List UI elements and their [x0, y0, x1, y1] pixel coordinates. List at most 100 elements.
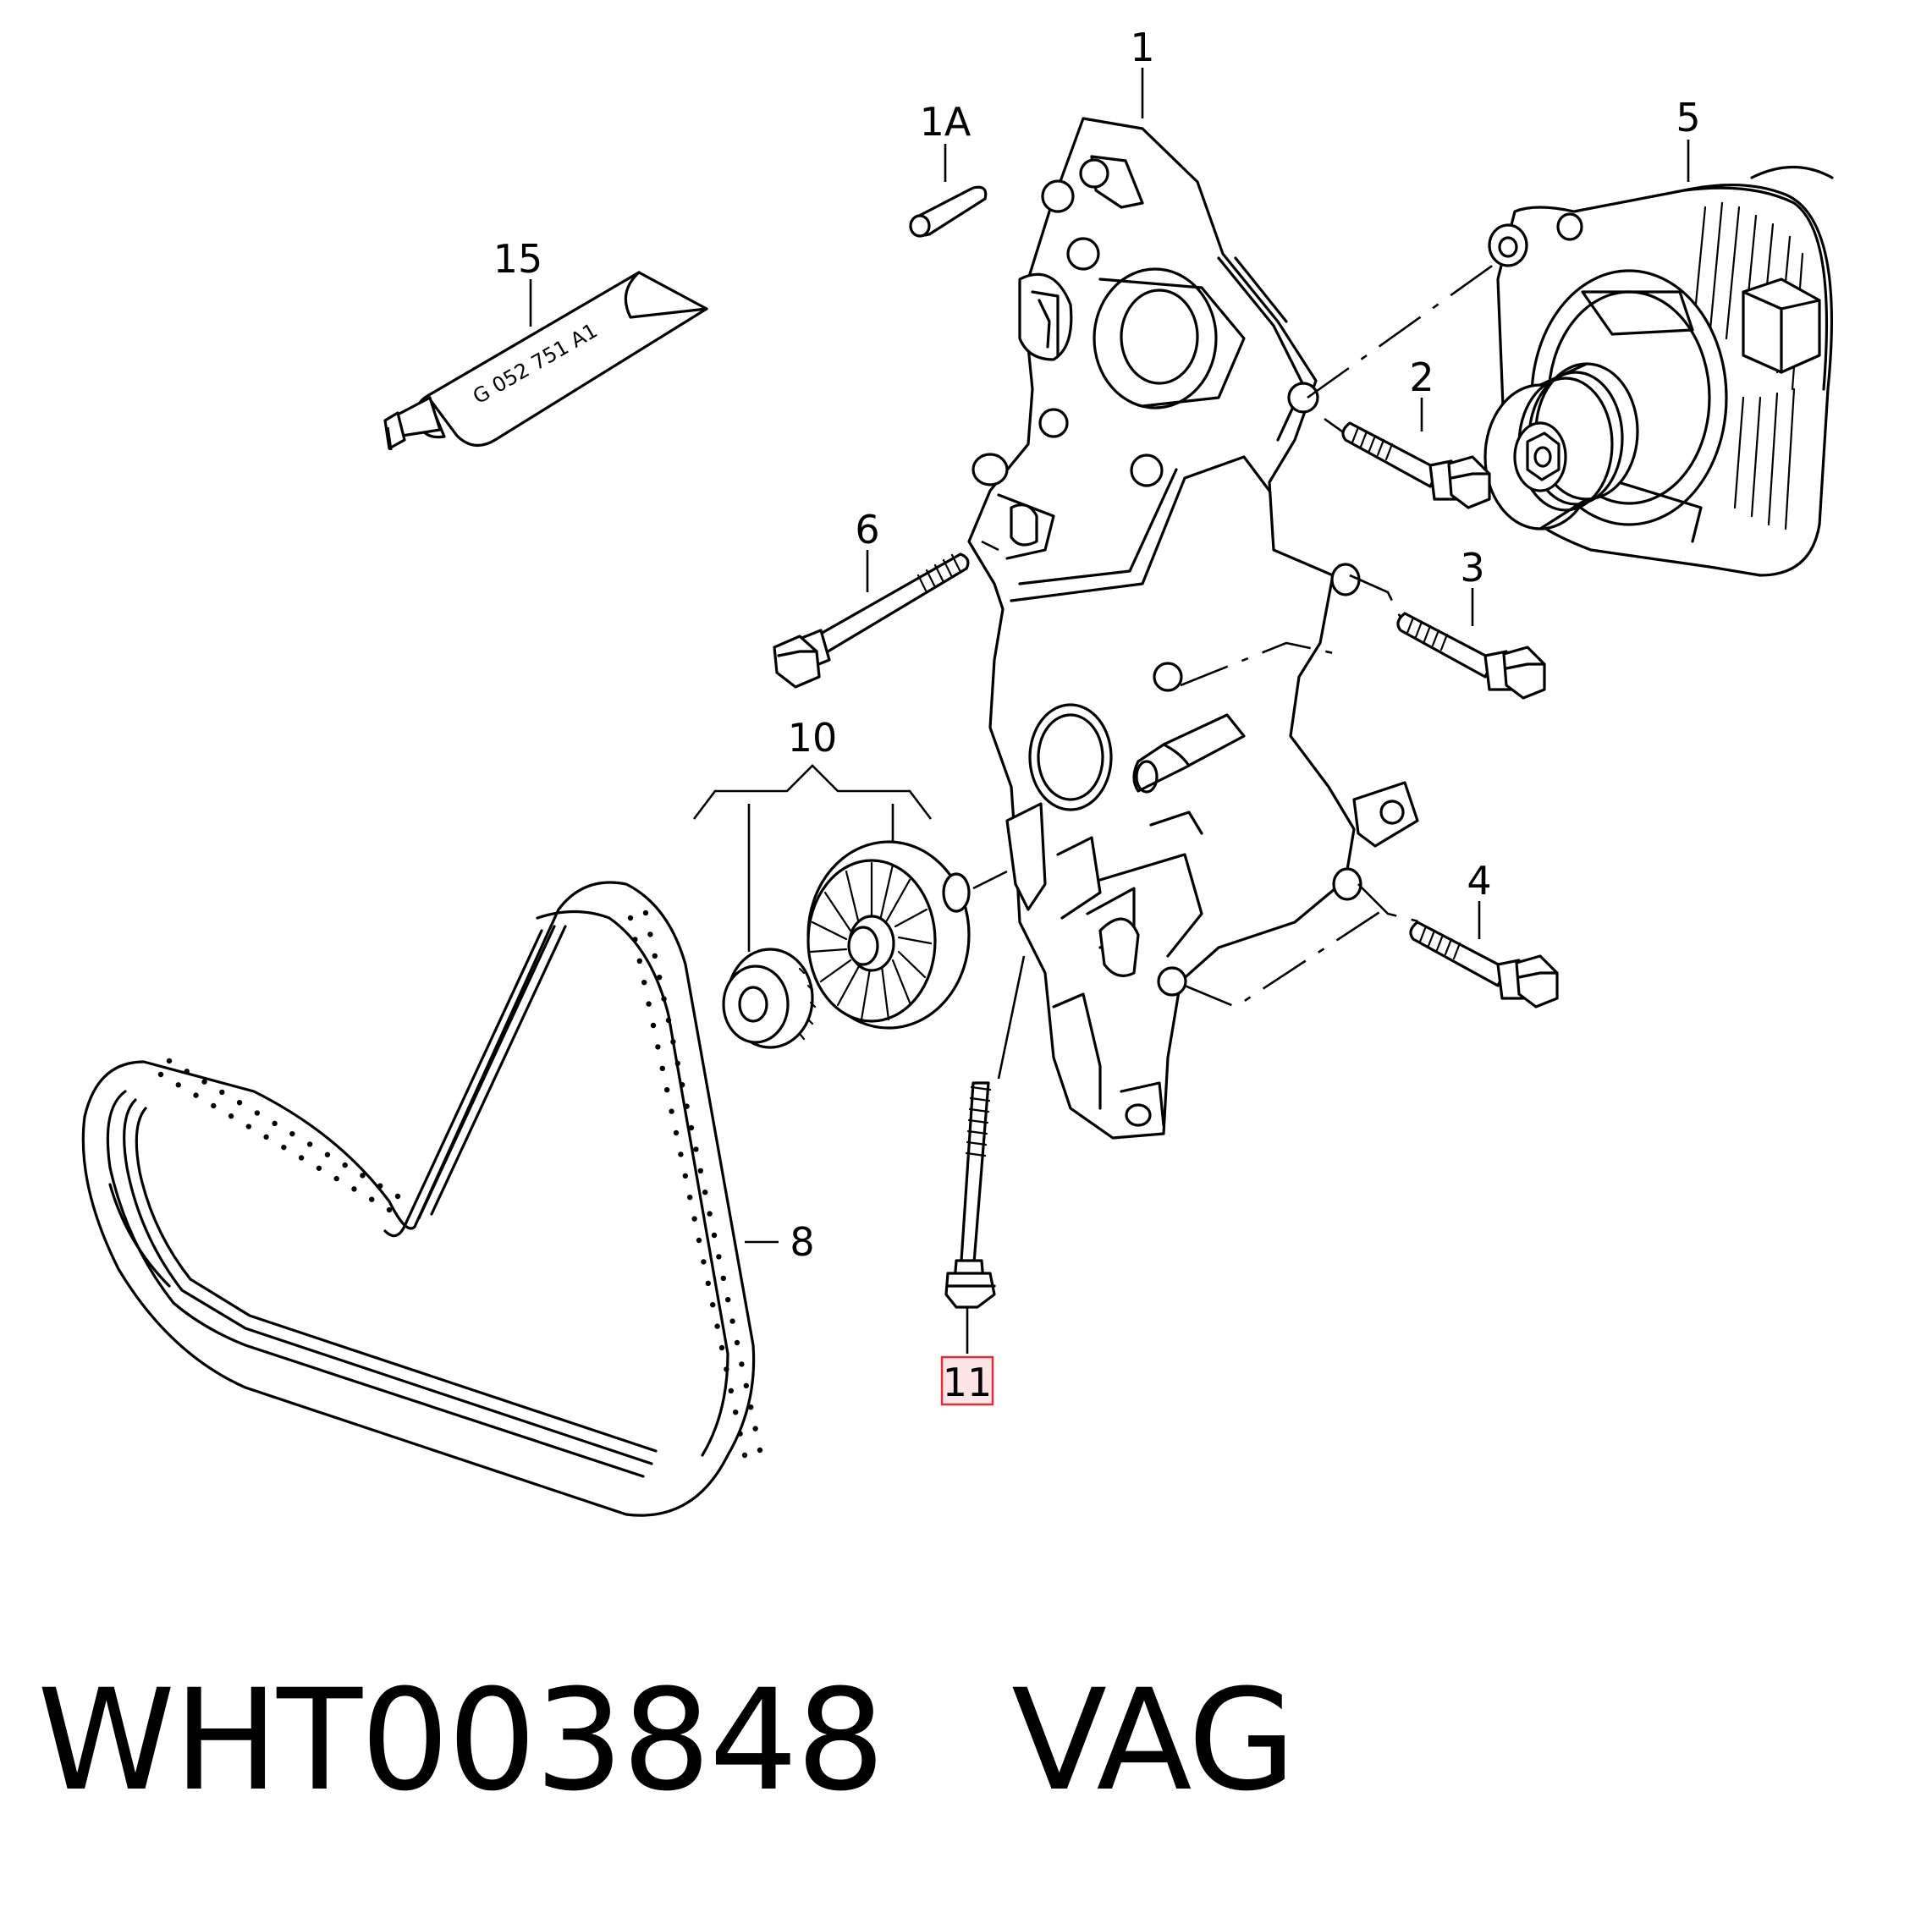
belt-dot [351, 1186, 357, 1192]
belt-dot [641, 980, 647, 986]
callout-3[interactable]: 3 [1460, 545, 1484, 591]
bolt-2 [1341, 421, 1491, 509]
belt-dot [748, 1404, 754, 1410]
belt-dot [627, 915, 634, 921]
belt-dot [369, 1196, 375, 1202]
belt-dot [184, 1069, 190, 1074]
pulley-ribs [809, 861, 933, 1021]
belt-dot [659, 1065, 665, 1072]
brand-name: VAG [1011, 1659, 1296, 1822]
belt-dot [647, 932, 653, 937]
belt-dot [697, 1168, 703, 1174]
highlight-box-11 [940, 1355, 994, 1406]
belt-dot [728, 1388, 734, 1394]
belt-dot [333, 1175, 339, 1182]
belt-dot [741, 1452, 748, 1459]
belt-dot [386, 1206, 393, 1213]
belt-dot [657, 975, 663, 981]
belt-dot [664, 1087, 670, 1093]
callout-8[interactable]: 8 [790, 1219, 814, 1265]
leader-11a [997, 955, 1026, 1080]
belt-dot [670, 1039, 676, 1045]
belt-dot [211, 1102, 217, 1109]
belt-dot [669, 1108, 674, 1114]
belt-dot [665, 1017, 672, 1024]
belt-rib-dots [157, 910, 763, 1459]
belt-dot [254, 1110, 261, 1116]
belt-dot [175, 1082, 181, 1088]
belt-dot [724, 1366, 729, 1372]
callout-11[interactable]: 11 [943, 1360, 993, 1405]
belt-dot [236, 1100, 243, 1106]
belt-dot [642, 910, 649, 916]
belt-dot [219, 1089, 225, 1096]
belt-dot [729, 1318, 735, 1324]
callout-4[interactable]: 4 [1467, 858, 1491, 904]
belt-dot [684, 1103, 690, 1109]
belt-dot [263, 1134, 269, 1140]
belt-dot [688, 1124, 695, 1131]
belt-dot [228, 1113, 234, 1119]
belt-dot [705, 1280, 711, 1287]
callout-2[interactable]: 2 [1409, 354, 1434, 400]
belt-dot [655, 1044, 661, 1050]
belt-dot [377, 1183, 383, 1189]
bolt-3 [1396, 612, 1546, 700]
belt-dot [687, 1195, 693, 1201]
belt-dot [743, 1382, 749, 1389]
belt-dot [342, 1162, 348, 1168]
alignment-line-3 [1349, 574, 1406, 627]
ribbed-belt [81, 881, 763, 1517]
belt-dot [646, 1001, 652, 1007]
alternator [1483, 166, 1834, 577]
belt-dot [733, 1410, 739, 1415]
alignment-line-4 [1357, 883, 1423, 924]
belt-dot [702, 1190, 708, 1195]
alignment-line-4b [1184, 908, 1384, 1008]
alignment-line-3b [1180, 641, 1346, 687]
belt-dot [166, 1058, 173, 1064]
callout-6[interactable]: 6 [855, 507, 879, 552]
belt-dot [737, 1431, 743, 1437]
belt-dot [718, 1344, 725, 1351]
belt-dot [201, 1079, 207, 1085]
belt-dot [674, 1060, 680, 1067]
belt-dot [720, 1275, 726, 1282]
belt-dot [682, 1173, 688, 1179]
callout-1a[interactable]: 1A [920, 99, 972, 145]
callout-15[interactable]: 15 [493, 236, 543, 282]
belt-dot [680, 1082, 685, 1088]
belt-dot [636, 958, 642, 964]
belt-dot [701, 1259, 707, 1265]
callout-5[interactable]: 5 [1676, 95, 1700, 140]
belt-dot [710, 1302, 716, 1308]
idler-pulley [722, 948, 817, 1049]
belt-dot [316, 1165, 322, 1171]
bolt-4 [1409, 921, 1559, 1008]
belt-dot [711, 1232, 718, 1239]
belt-dot [652, 953, 658, 959]
belt-dot [245, 1124, 252, 1129]
belt-dot [725, 1297, 731, 1303]
belt-dot [289, 1130, 295, 1137]
belt-dot [360, 1173, 366, 1179]
belt-dot [691, 1216, 697, 1222]
belt-dot [693, 1146, 699, 1152]
belt-dot [716, 1254, 722, 1260]
part-number: WHT003848 [37, 1659, 885, 1822]
callout-10[interactable]: 10 [788, 715, 838, 761]
belt-dot [632, 937, 638, 943]
belt-dot [394, 1193, 401, 1200]
belt-dot [157, 1071, 164, 1078]
alignment-line-5 [1307, 248, 1516, 399]
belt-dot [324, 1151, 331, 1157]
part-number-caption: WHT003848 VAG [37, 1671, 1296, 1811]
belt-dot [739, 1361, 745, 1367]
belt-dot [752, 1426, 758, 1432]
bolt-6 [773, 552, 970, 689]
belt-dot [193, 1092, 199, 1098]
belt-dot [714, 1323, 720, 1329]
belt-dot [272, 1120, 278, 1127]
belt-dot [734, 1339, 740, 1346]
callout-1[interactable]: 1 [1130, 25, 1154, 70]
